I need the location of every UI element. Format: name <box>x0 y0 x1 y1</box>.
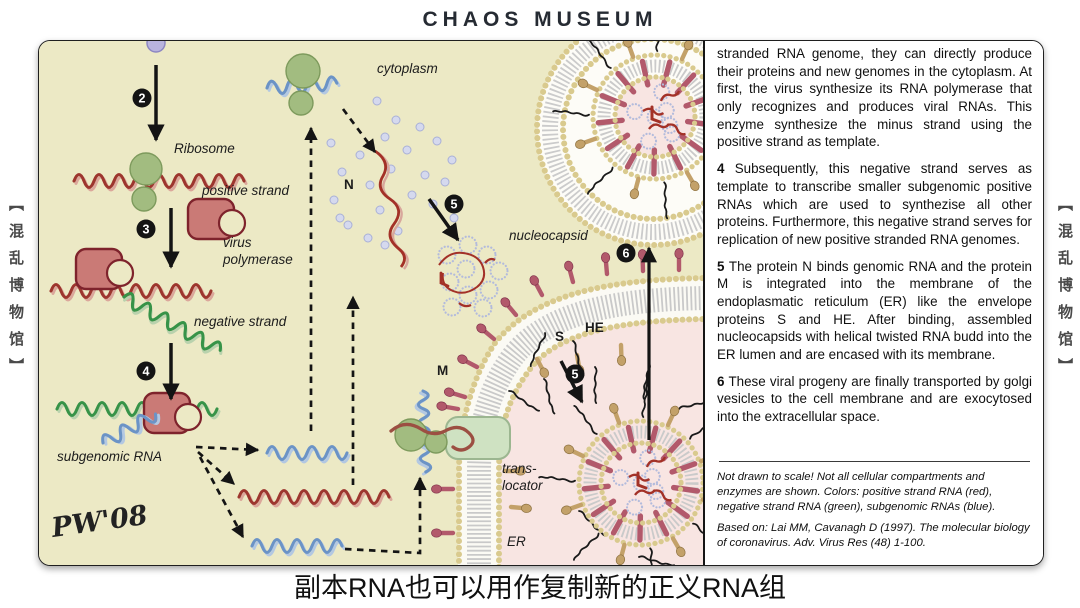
divider <box>719 461 1030 463</box>
label-negative-strand: negative strand <box>194 314 287 329</box>
translocator-complex <box>389 389 511 476</box>
label-virus-polymerase-2: polymerase <box>222 252 293 267</box>
badge-5a: 5 <box>451 197 458 211</box>
label-translocator-1: trans- <box>502 461 537 476</box>
n-protein-pool <box>326 96 459 270</box>
label-nucleocapsid: nucleocapsid <box>509 228 588 243</box>
incoming-virion-dot <box>146 41 166 53</box>
flow-arrows <box>147 65 657 555</box>
label-s-protein: S <box>555 329 564 344</box>
text-panel: stranded RNA genome, they can directly p… <box>703 41 1043 565</box>
label-translocator-2: locator <box>502 478 543 493</box>
intro-paragraph: stranded RNA genome, they can directly p… <box>717 46 1032 150</box>
label-n-protein: N <box>344 177 354 192</box>
dashed-arrow-translation <box>341 108 377 154</box>
step-badges: 2 3 4 5 5 6 <box>132 88 636 384</box>
badge-5b: 5 <box>572 367 579 381</box>
rna-strands-and-polymerases <box>49 53 393 557</box>
subtitle: 副本RNA也可以用作复制新的正义RNA组 <box>293 573 786 603</box>
page-title: CHAOS MUSEUM <box>422 8 658 31</box>
diagram-card: 2 3 4 5 5 6 cytoplasm Ribosome positive … <box>38 40 1044 566</box>
banner-right: 【混乱博物馆】 <box>1056 196 1073 385</box>
label-subgenomic-rna: subgenomic RNA <box>57 449 162 464</box>
step-4-paragraph: 4 Subsequently, this negative strand ser… <box>717 161 1032 247</box>
coronavirus-replication-diagram: 2 3 4 5 5 6 cytoplasm Ribosome positive … <box>49 41 703 565</box>
budded-virion-in-er <box>538 380 703 565</box>
label-m-protein: M <box>437 363 448 378</box>
footnote-citation: Based on: Lai MM, Cavanagh D (1997). The… <box>717 522 1030 550</box>
step-6-paragraph: 6 These viral progeny are finally transp… <box>717 373 1032 425</box>
label-he-protein: HE <box>585 320 604 335</box>
badge-3: 3 <box>143 222 150 236</box>
step-5-paragraph: 5 The protein N binds genomic RNA and th… <box>717 258 1032 362</box>
step-6-number: 6 <box>717 373 725 389</box>
label-positive-strand: positive strand <box>201 183 290 198</box>
footnote-scale: Not drawn to scale! Not all cellular com… <box>717 471 996 514</box>
diagram-area: 2 3 4 5 5 6 cytoplasm Ribosome positive … <box>39 41 703 565</box>
nucleocapsid-assembly <box>437 235 509 318</box>
banner-left: 【混乱博物馆】 <box>7 196 24 385</box>
dashed-arrow-sub3 <box>198 456 245 539</box>
arrow-to-nucleocapsid <box>427 197 460 242</box>
badge-4: 4 <box>143 364 150 378</box>
footnotes: Not drawn to scale! Not all cellular com… <box>717 457 1032 557</box>
dashed-arrow-to-translocator <box>344 476 427 555</box>
dashed-arrow-sub1 <box>195 442 260 457</box>
artist-signature: PW'08 <box>49 500 150 544</box>
label-er: ER <box>507 534 526 549</box>
step-4-number: 4 <box>717 161 725 177</box>
dashed-arrow-sub2 <box>197 450 236 486</box>
step-5-number: 5 <box>717 258 725 274</box>
label-cytoplasm: cytoplasm <box>377 61 438 76</box>
label-virus-polymerase-1: virus <box>223 235 252 250</box>
badge-6: 6 <box>623 246 630 260</box>
label-ribosome: Ribosome <box>174 141 235 156</box>
golgi-vesicle-with-virion <box>534 41 703 248</box>
badge-2: 2 <box>139 91 146 105</box>
